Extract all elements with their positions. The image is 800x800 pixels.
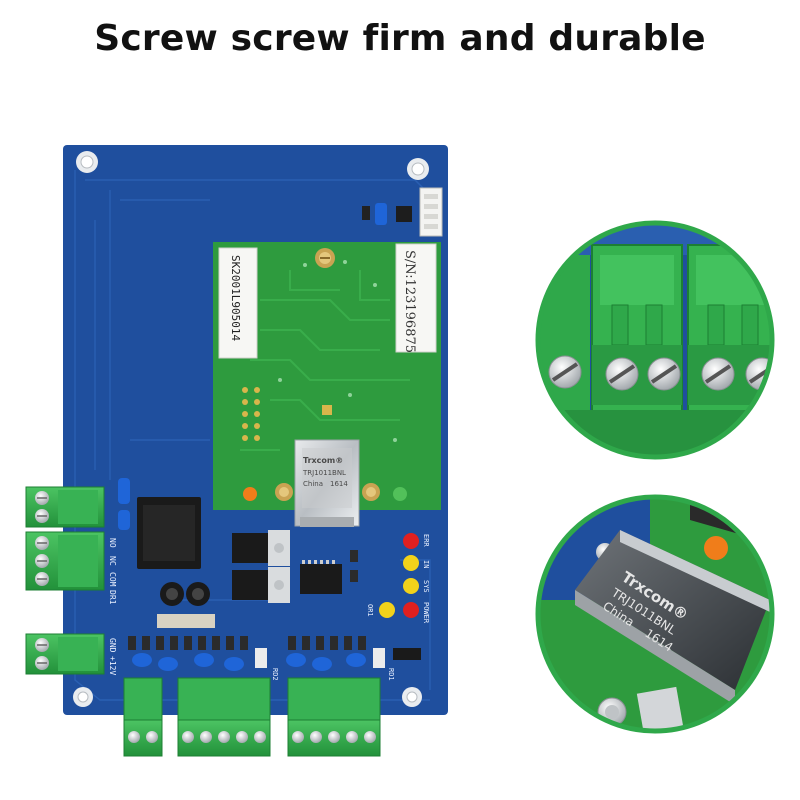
capacitor: [160, 582, 210, 606]
label-no: NO: [108, 538, 117, 548]
terminal-block: [177, 677, 271, 757]
screw: [275, 483, 380, 501]
jack-model-label: TRJ1011BNL: [302, 469, 346, 477]
label-gnd: GND: [108, 638, 117, 653]
relay: [137, 497, 201, 569]
module-code-label: SK2001L905014: [229, 255, 242, 341]
ic-chip: [300, 564, 342, 594]
voltage-regulator: [232, 530, 290, 603]
label-12v: +12V: [108, 656, 117, 675]
mounting-hole: [73, 151, 429, 707]
label-err: ERR: [422, 534, 430, 547]
label-or1: OR1: [366, 604, 374, 617]
headline: Screw screw firm and durable: [94, 18, 706, 59]
label-in: IN: [422, 560, 430, 568]
label-rd1: RD1: [387, 668, 395, 681]
label-dr1: DR1: [108, 590, 117, 605]
jack-origin-label: China: [303, 480, 323, 488]
terminal-block: [25, 531, 105, 591]
label-nc: NC: [108, 556, 117, 566]
label-com: COM: [108, 572, 117, 587]
jack-date-label: 1614: [330, 480, 348, 488]
serial-number-label: S/N:123196875: [402, 250, 417, 353]
label-sys: SYS: [422, 580, 430, 593]
jack-brand-label: Trxcom®: [303, 456, 343, 465]
terminal-block: [25, 633, 105, 675]
ethernet-jack: [294, 439, 360, 527]
label-rd2: RD2: [271, 668, 279, 681]
terminal-block: [287, 677, 381, 757]
terminal-block: [123, 677, 163, 757]
zoom-terminals: [535, 220, 775, 460]
terminal-block: [25, 486, 105, 528]
status-led: [379, 533, 419, 618]
label-power: POWER: [422, 602, 430, 624]
